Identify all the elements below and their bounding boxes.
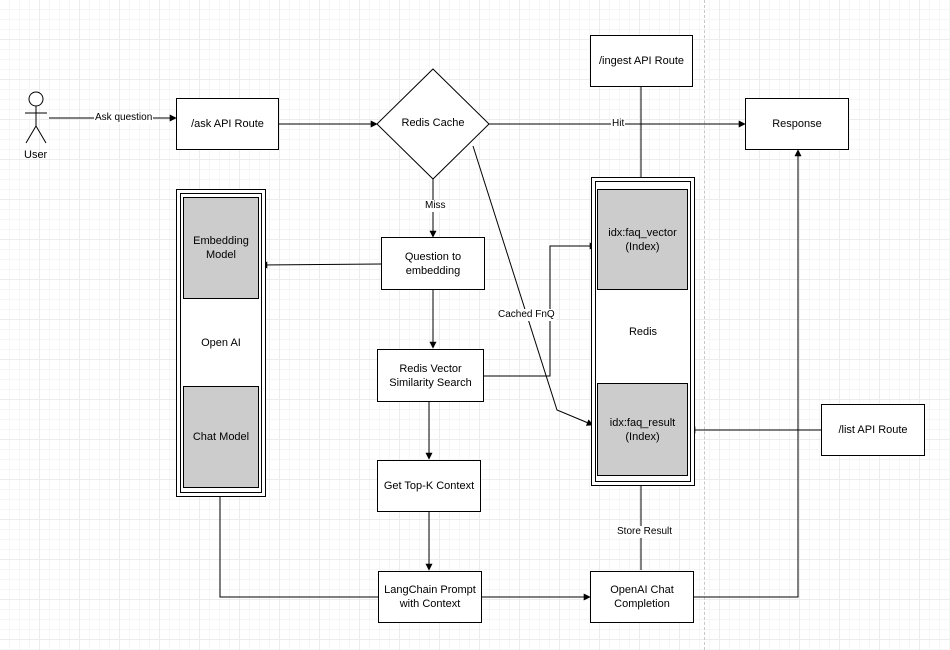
edge-cache-faqresult <box>472 145 594 426</box>
edge-question-embedding <box>260 261 382 269</box>
redis-group-label: Redis <box>628 326 658 338</box>
edge-label-ask-question: Ask question <box>94 112 154 124</box>
faq-result-index-node[interactable]: idx:faq_result (Index) <box>597 383 688 476</box>
chat-model-node[interactable]: Chat Model <box>183 386 259 488</box>
edge-label-miss: Miss <box>424 200 447 212</box>
edge-label-store-result: Store Result <box>616 526 674 538</box>
openai-chat-completion-node[interactable]: OpenAI Chat Completion <box>590 571 694 623</box>
redis-group-inner-border <box>595 181 691 482</box>
edge-completion-response <box>694 149 802 598</box>
page-divider <box>704 0 705 650</box>
redis-cache-label[interactable]: Redis Cache <box>401 117 465 129</box>
list-api-route-node[interactable]: /list API Route <box>821 404 925 456</box>
openai-group-inner-border <box>180 193 262 493</box>
question-to-embedding-node[interactable]: Question to embedding <box>381 237 485 290</box>
langchain-prompt-node[interactable]: LangChain Prompt with Context <box>378 571 482 623</box>
vector-similarity-search-node[interactable]: Redis Vector Similarity Search <box>377 349 484 402</box>
edge-label-hit: Hit <box>611 118 626 130</box>
edge-prompt-chatmodel <box>216 487 378 598</box>
get-topk-context-node[interactable]: Get Top-K Context <box>377 460 481 512</box>
faq-vector-index-node[interactable]: idx:faq_vector (Index) <box>597 189 688 290</box>
user-actor-icon <box>25 91 47 144</box>
openai-group-label: Open AI <box>201 337 241 349</box>
ask-api-route-node[interactable]: /ask API Route <box>176 98 279 150</box>
response-node[interactable]: Response <box>745 98 849 150</box>
user-label: User <box>24 149 48 161</box>
embedding-model-node[interactable]: Embedding Model <box>183 197 259 299</box>
edge-label-cached-fnq: Cached FnQ <box>497 309 556 321</box>
ingest-api-route-node[interactable]: /ingest API Route <box>590 35 693 87</box>
redis-cache-diamond <box>376 68 490 180</box>
